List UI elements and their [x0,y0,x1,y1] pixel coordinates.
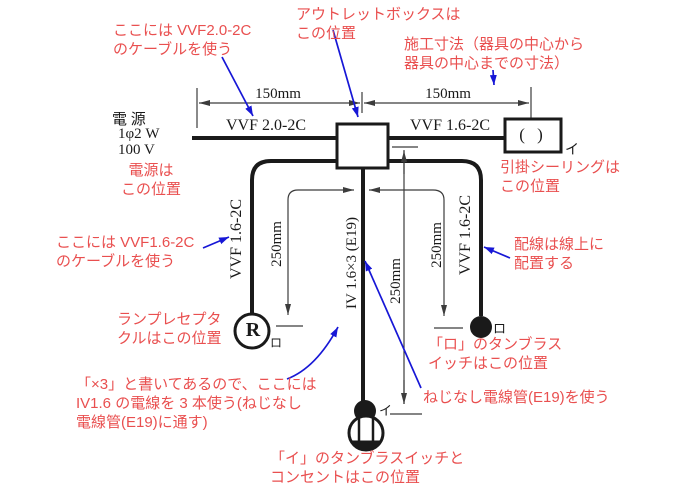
cable-label-vvf16-left: VVF 1.6-2C [228,199,245,280]
outlet-symbol [347,414,385,452]
note-outlet-box: アウトレットボックスは この位置 [296,6,461,42]
note-dimension-rule: 施工寸法（器具の中心から 器具の中心までの寸法） [404,36,585,72]
circuit-mark-rose: イ [565,143,579,158]
device-symbols [233,117,563,452]
arrow-to-iv-label [286,326,339,380]
note-power-position: 電源は この位置 [120,162,181,198]
arrow-to-150mm-dim [489,69,497,86]
note-switch-ro: 「ロ」のタンブラス イッチはこの位置 [428,336,563,372]
power-source-kanji: 電 源 [112,112,146,128]
cable-to-receptacle [250,159,337,313]
dim-250-right-vertical [432,189,447,316]
arrow-to-vvf20-label [221,56,254,117]
note-conduit-e19: ねじなし電線管(E19)を使う [423,389,610,406]
circuit-mark-receptacle: ロ [270,336,283,350]
cable-runs [192,136,505,401]
switch-ro-symbol [470,316,492,338]
arrow-to-outlet-box [332,29,359,118]
cable-label-vvf20: VVF 2.0-2C [225,117,306,134]
circuit-mark-switch-ro: ロ [493,321,507,336]
arrow-to-e19-label [364,260,422,389]
receptacle-letter: R [245,319,261,341]
dim-label-250-left: 250mm [269,221,285,267]
dim-250-left-vertical [285,189,299,315]
arrow-to-vvf16-left-label [202,236,230,249]
annotation-arrows [202,29,511,389]
arrow-to-cable-line [483,246,511,259]
power-source-phase: 1φ2 W [118,126,160,142]
dim-label-250-center: 250mm [388,258,404,304]
outlet-box-symbol [335,122,390,170]
note-ceiling-rose: 引掛シーリングは この位置 [500,159,621,195]
ceiling-rose-symbol [503,117,563,154]
note-iv-wires: 「×3」と書いてあるので、ここには IV1.6 の電線を 3 本使う(ねじなし … [76,376,317,431]
lamp-receptacle-symbol [233,312,271,350]
circuit-mark-switch-i: イ [379,403,393,418]
dimension-lines [196,87,532,415]
note-receptacle: ランプレセプタ クルはこの位置 [117,311,222,347]
dim-label-150-right: 150mm [425,86,471,102]
note-switch-i-outlet: 「イ」のタンブラスイッチと コンセントはこの位置 [270,450,465,486]
cable-label-vvf16-right: VVF 1.6-2C [457,195,474,276]
cable-to-switch-ro [388,159,483,316]
conduit-label-iv: IV 1.6×3 (E19) [344,217,360,309]
power-source-voltage: 100 V [118,142,155,158]
dim-label-250-right: 250mm [429,222,445,268]
cable-label-vvf16-ceiling: VVF 1.6-2C [409,117,490,134]
ceiling-rose-glyph: ( ) [519,125,547,144]
note-vvf16: ここには VVF1.6-2C のケーブルを使う [56,234,195,270]
dim-label-150-left: 150mm [255,86,301,102]
note-on-line: 配線は線上に 配置する [514,236,605,272]
note-vvf20: ここには VVF2.0-2C のケーブルを使う [113,22,252,58]
